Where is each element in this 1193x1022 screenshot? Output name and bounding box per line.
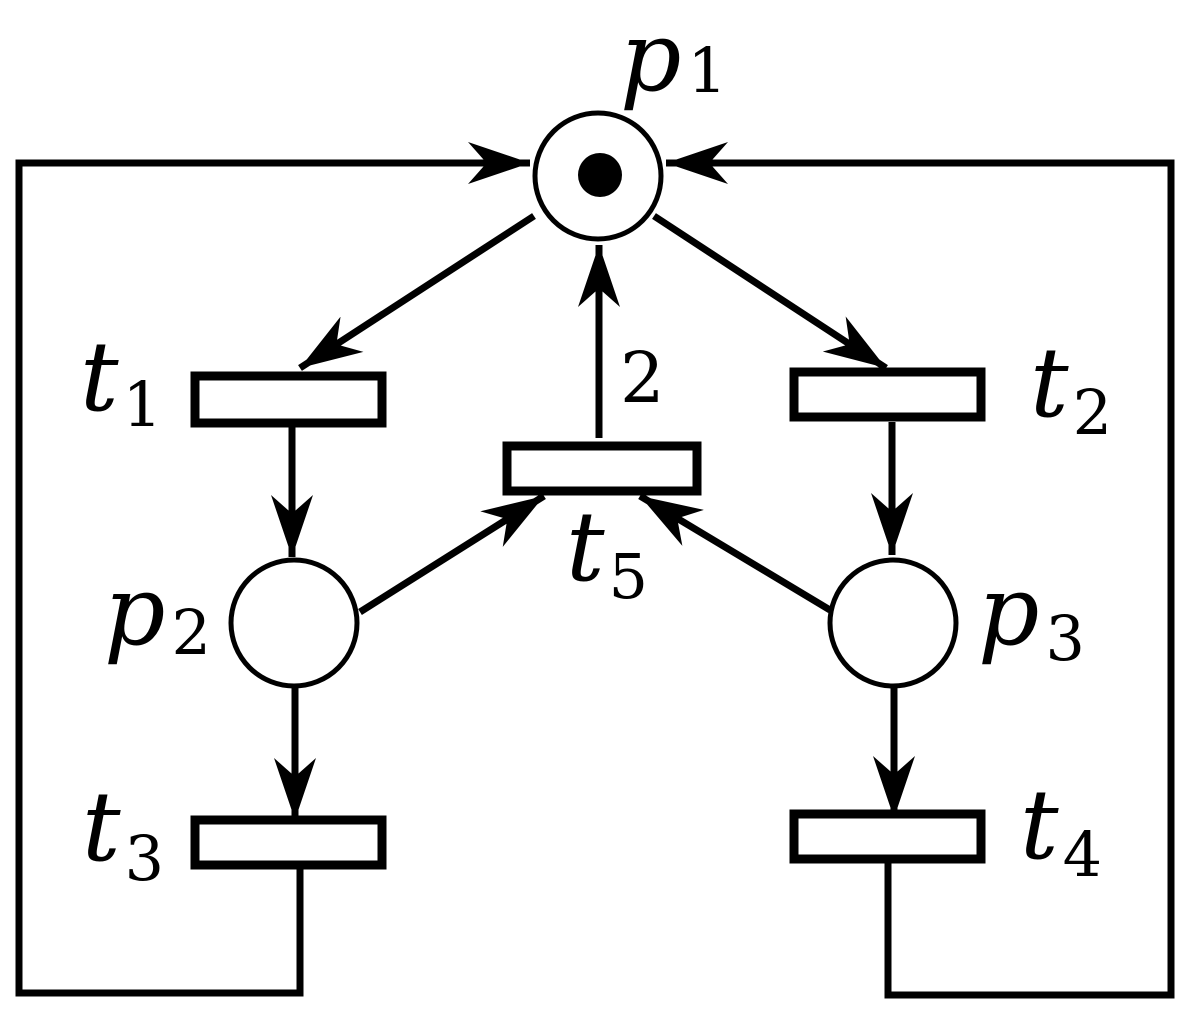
arc-p1-to-t1 bbox=[298, 213, 536, 371]
arc-weight-t5-p1: 2 bbox=[620, 337, 665, 419]
transition-t2 bbox=[789, 367, 986, 422]
arc-t3-to-p1 bbox=[15, 142, 530, 997]
label-p3: p3 bbox=[978, 555, 1085, 675]
arc-p3-to-t5 bbox=[638, 492, 832, 614]
place-p1-token bbox=[578, 153, 622, 197]
label-p1: p1 bbox=[620, 1, 727, 113]
label-t3: t3 bbox=[82, 771, 164, 895]
arc-t4-to-p1 bbox=[666, 142, 1175, 999]
place-p3 bbox=[827, 557, 959, 689]
arc-p2-to-t5 bbox=[358, 493, 546, 615]
label-t5: t5 bbox=[566, 491, 648, 613]
label-p2: p2 bbox=[104, 555, 211, 669]
transition-t3 bbox=[190, 815, 387, 870]
place-p2 bbox=[228, 557, 360, 689]
transition-t4 bbox=[789, 809, 986, 864]
label-t4: t4 bbox=[1020, 769, 1102, 891]
arc-p1-to-t2 bbox=[652, 213, 888, 371]
label-t2: t2 bbox=[1030, 327, 1112, 449]
transition-t5 bbox=[502, 441, 702, 496]
transition-t1 bbox=[190, 371, 387, 428]
label-t1: t1 bbox=[80, 321, 162, 441]
